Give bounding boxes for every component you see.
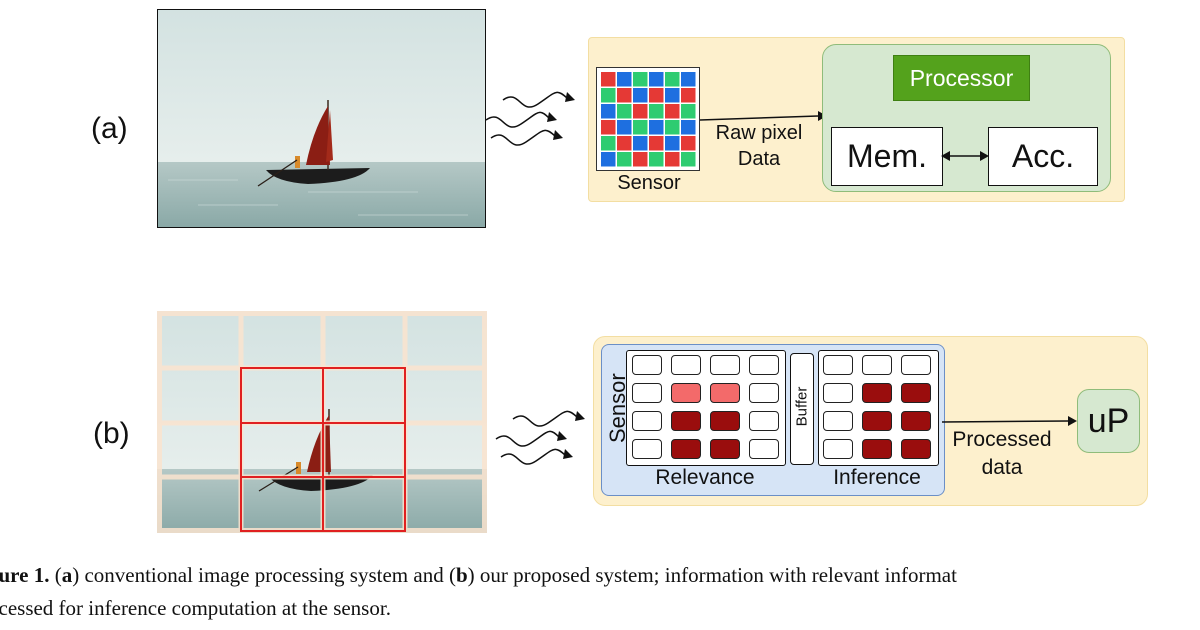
bayer-pixel (617, 88, 632, 103)
bayer-pixel (617, 72, 632, 87)
bayer-pixel (633, 136, 648, 151)
inference-cell (862, 383, 892, 403)
inference-cell (901, 439, 931, 459)
bayer-sensor-grid (596, 67, 700, 171)
bayer-pixel (617, 104, 632, 119)
inference-cell (862, 355, 892, 375)
relevance-cell (671, 439, 701, 459)
bayer-pixel (681, 72, 696, 87)
bayer-pixel (665, 104, 680, 119)
caption-part3: ) our proposed system; information with … (467, 563, 957, 587)
bayer-pixel (649, 72, 664, 87)
relevance-cell (632, 411, 662, 431)
bayer-pixel (649, 120, 664, 135)
caption-line1: gure 1. (a) conventional image processin… (0, 559, 1200, 592)
inference-label: Inference (833, 466, 921, 489)
inference-cell (862, 411, 892, 431)
bayer-pixel (601, 104, 616, 119)
bayer-pixel (665, 120, 680, 135)
bayer-pixel (617, 152, 632, 167)
relevance-cell (632, 355, 662, 375)
microprocessor-box: uP (1077, 389, 1140, 453)
bayer-pixel (617, 120, 632, 135)
relevance-cell (632, 439, 662, 459)
bayer-pixel (681, 136, 696, 151)
relevance-cell (671, 411, 701, 431)
caption-a: a (61, 563, 73, 587)
raw-pixel-label-line1: Raw pixel (715, 122, 803, 144)
boat-photo-a (157, 9, 486, 228)
buffer-block: Buffer (790, 353, 814, 465)
relevance-cell (749, 439, 779, 459)
bayer-pixel (633, 88, 648, 103)
bayer-pixel (633, 72, 648, 87)
bayer-pixel (649, 104, 664, 119)
caption-b: b (455, 563, 468, 587)
sensor-label-a: Sensor (617, 172, 681, 194)
bayer-pixel (681, 104, 696, 119)
bayer-pixel (665, 72, 680, 87)
bayer-pixel (601, 120, 616, 135)
processor-label: Processor (893, 55, 1030, 101)
relevance-cell (710, 383, 740, 403)
caption-part1: ( (49, 563, 62, 587)
caption-line2: ocessed for inference computation at the… (0, 596, 391, 620)
relevance-cell (710, 355, 740, 375)
bayer-pixel (601, 88, 616, 103)
relevance-cell (749, 411, 779, 431)
inference-cell (901, 383, 931, 403)
bayer-pixel (601, 72, 616, 87)
inference-cell (862, 439, 892, 459)
bayer-pixel (665, 88, 680, 103)
inference-cell (901, 411, 931, 431)
bayer-pixel (601, 136, 616, 151)
relevance-cell (671, 355, 701, 375)
bayer-pixel (681, 152, 696, 167)
processed-label-line2: data (981, 456, 1023, 479)
caption-fig-label: gure 1. (0, 563, 50, 587)
memory-box: Mem. (831, 127, 943, 186)
bayer-pixel (649, 152, 664, 167)
bayer-pixel (649, 136, 664, 151)
label-a: (a) (91, 112, 128, 145)
bayer-pixel (617, 136, 632, 151)
bayer-pixel (665, 136, 680, 151)
bayer-pixel (681, 88, 696, 103)
relevance-cell (710, 411, 740, 431)
relevance-cell (632, 383, 662, 403)
raw-pixel-label-line2: Data (737, 148, 781, 170)
boat-photo-b-grid (157, 311, 487, 533)
bayer-pixel (633, 120, 648, 135)
inference-cell (823, 439, 853, 459)
inference-cell (901, 355, 931, 375)
inference-cell (823, 355, 853, 375)
processed-data-arrow (942, 416, 1077, 426)
caption-part2: ) conventional image processing system a… (72, 563, 456, 587)
light-waves-b (495, 410, 585, 465)
figure-caption: gure 1. (a) conventional image processin… (0, 559, 1200, 625)
bayer-pixel (665, 152, 680, 167)
label-b: (b) (93, 417, 130, 450)
bayer-pixel (633, 104, 648, 119)
relevance-cell (671, 383, 701, 403)
accelerator-box: Acc. (988, 127, 1098, 186)
raw-data-arrow (700, 111, 827, 121)
relevance-label: Relevance (655, 466, 755, 489)
inference-cell (823, 411, 853, 431)
relevance-cell (710, 439, 740, 459)
processed-label-line1: Processed (952, 428, 1052, 451)
bayer-pixel (601, 152, 616, 167)
bayer-pixel (681, 120, 696, 135)
buffer-label: Buffer (793, 386, 811, 427)
bayer-pixel (633, 152, 648, 167)
relevance-cell (749, 355, 779, 375)
bayer-pixel (649, 88, 664, 103)
relevance-cell (749, 383, 779, 403)
mem-acc-double-arrow (941, 151, 989, 161)
light-waves-a (485, 91, 575, 146)
inference-cell (823, 383, 853, 403)
